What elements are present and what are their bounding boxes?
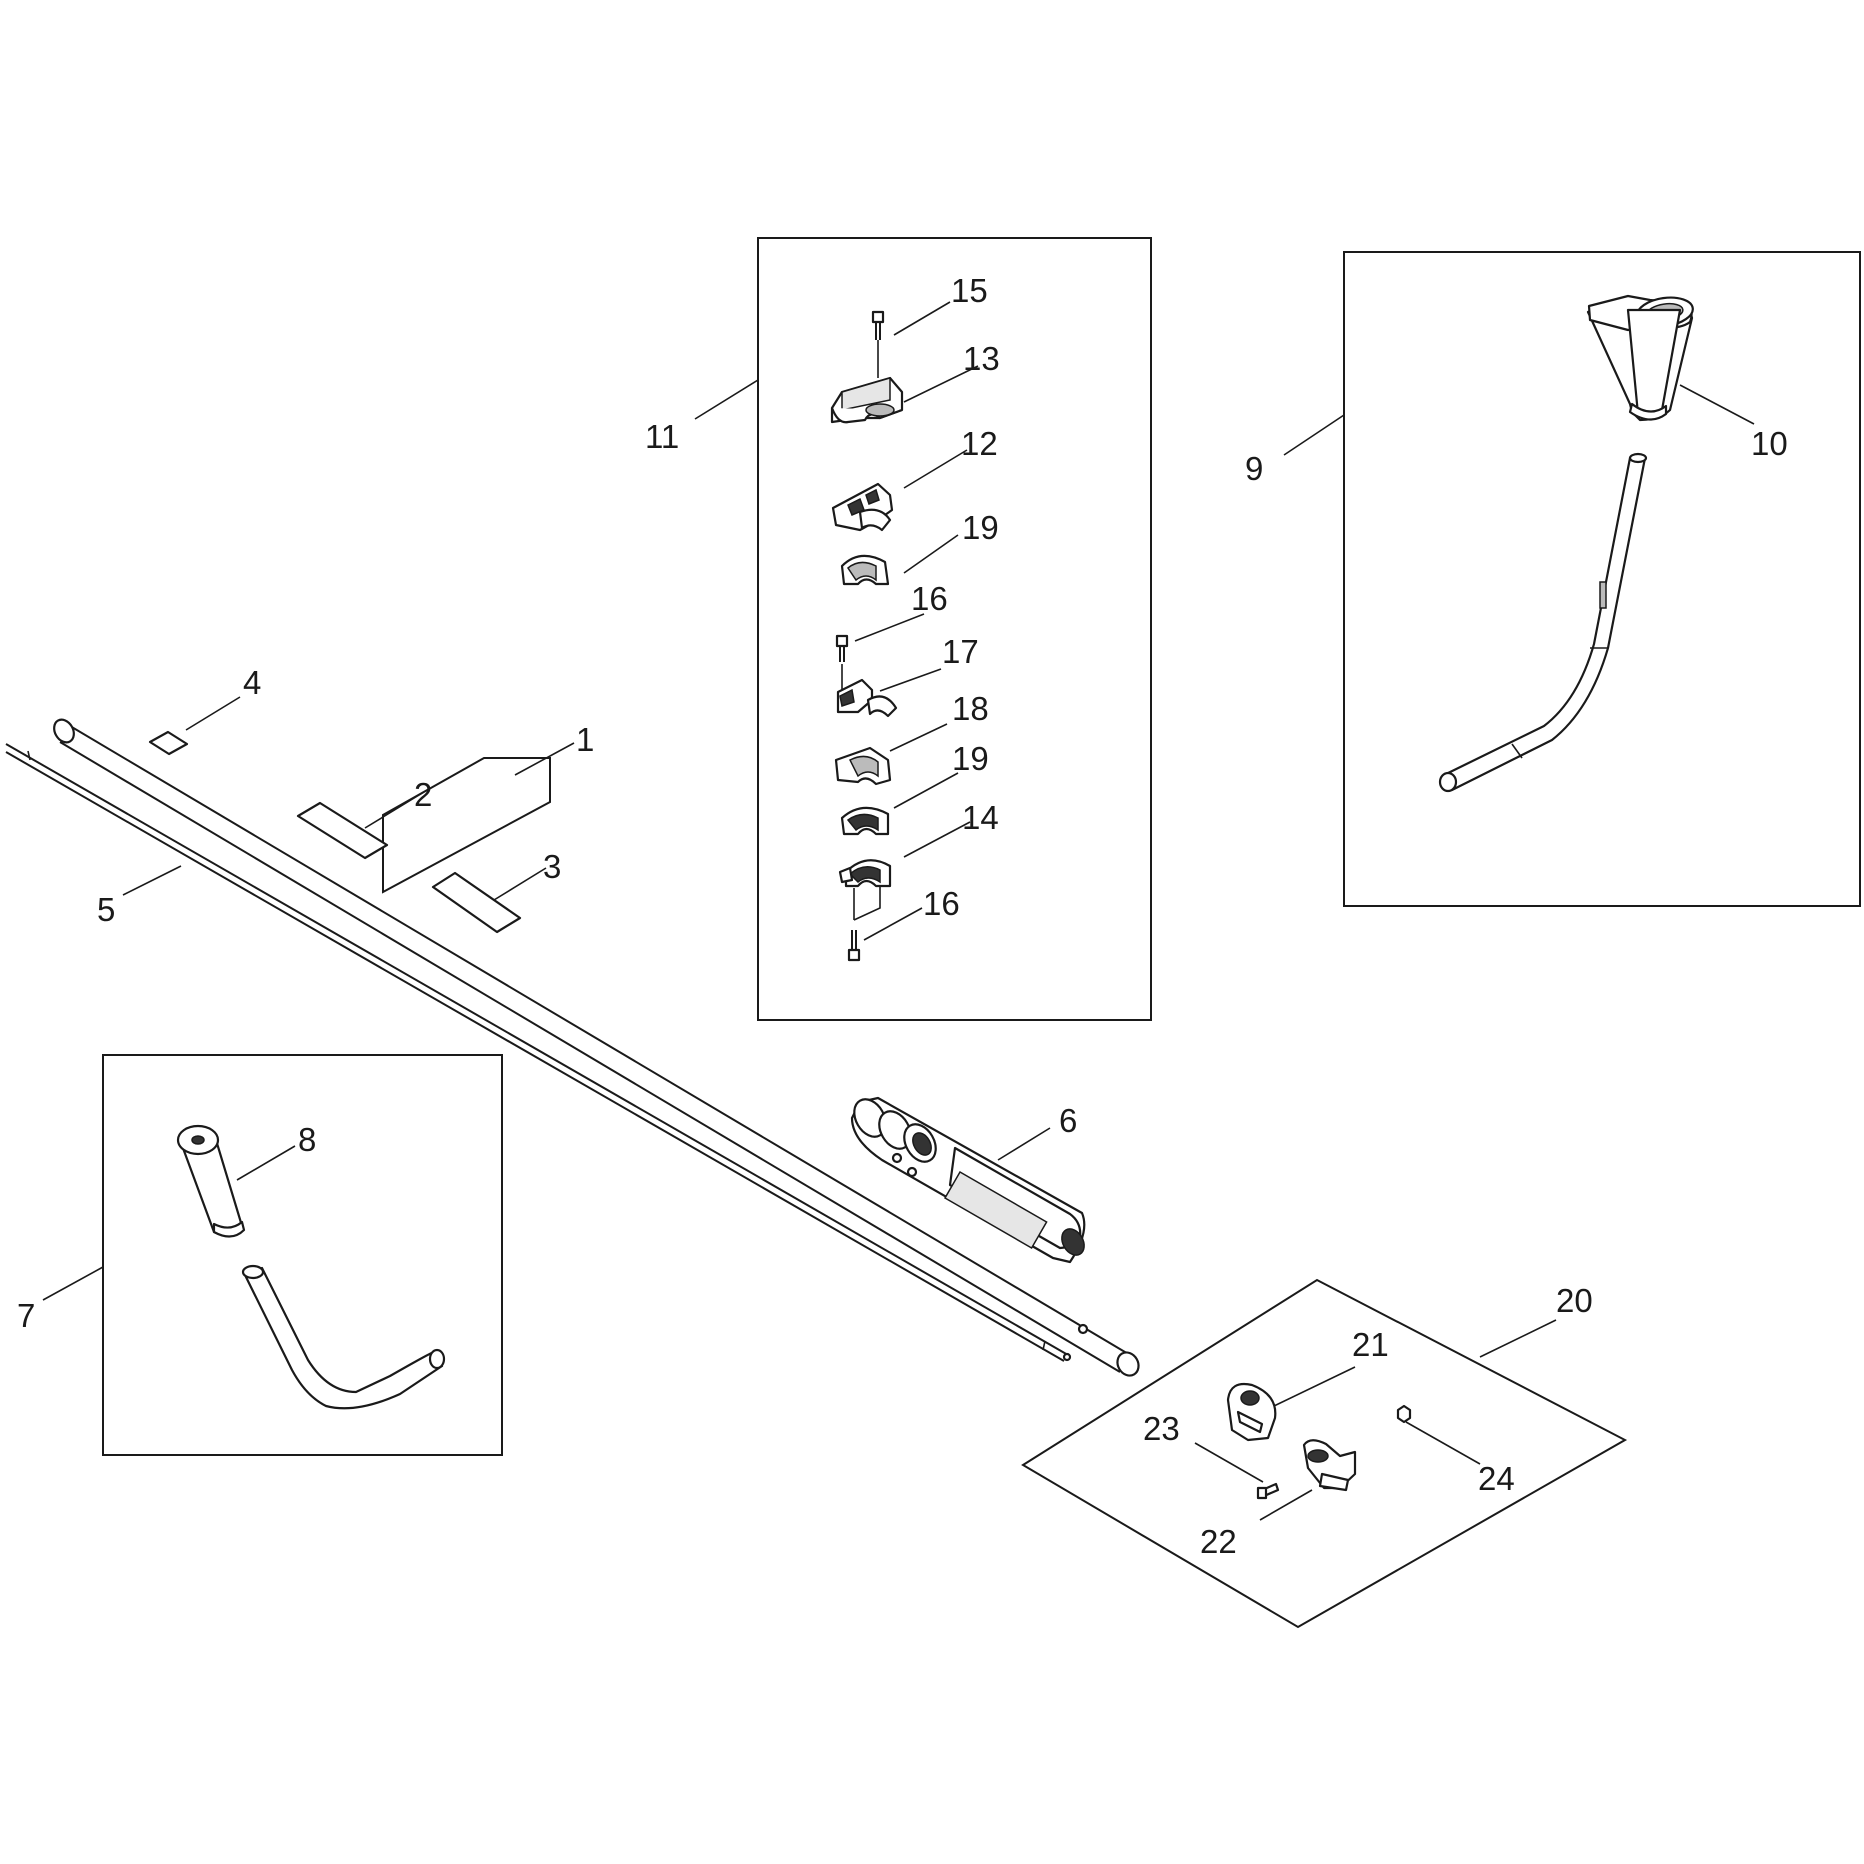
kit-7-frame [102, 1054, 503, 1456]
callout-8: 8 [298, 1121, 316, 1158]
callout-15: 15 [951, 272, 988, 309]
callout-13: 13 [963, 340, 1000, 377]
kit-9-frame [1343, 251, 1861, 907]
callout-4: 4 [243, 664, 261, 701]
callout-10: 10 [1751, 425, 1788, 462]
label-sheet [382, 757, 551, 894]
callout-2: 2 [414, 776, 432, 813]
part-24-nut [1396, 1404, 1412, 1424]
part-10-grip [1586, 294, 1694, 422]
callout-19-lower: 19 [952, 740, 989, 777]
part-12-clamp [831, 482, 894, 532]
callout-24: 24 [1478, 1460, 1515, 1497]
callout-17: 17 [942, 633, 979, 670]
callout-1: 1 [576, 721, 594, 758]
part-16-screw-upper [835, 634, 849, 690]
part-19-half-ring-lower [840, 806, 890, 836]
label-3-sticker [431, 871, 522, 934]
callout-numbers: 1 2 3 4 5 6 7 8 9 10 11 12 13 14 15 16 1… [17, 272, 1788, 1560]
callout-12: 12 [961, 425, 998, 462]
callout-11: 11 [645, 418, 679, 455]
label-4-sticker [148, 730, 189, 756]
part-8-grip [176, 1124, 246, 1238]
part-22-clamp [1302, 1439, 1357, 1492]
main-shaft [53, 718, 1140, 1377]
part-15-screw [871, 310, 885, 378]
callout-7: 7 [17, 1297, 35, 1334]
kit-20-frame [1021, 1278, 1628, 1629]
part-21-clamp [1226, 1382, 1277, 1442]
callout-21: 21 [1352, 1326, 1389, 1363]
part-6-housing [850, 1096, 1086, 1264]
assembly-guide-line [853, 885, 881, 921]
part-9-handle-tube [1438, 452, 1648, 793]
callout-16-upper: 16 [911, 580, 948, 617]
part-7-handle-tube [241, 1264, 446, 1410]
callout-23: 23 [1143, 1410, 1180, 1447]
kit-11-frame [757, 237, 1152, 1021]
callout-6: 6 [1059, 1102, 1077, 1139]
callout-3: 3 [543, 848, 561, 885]
part-18-half-ring [834, 746, 892, 786]
part-14-clamp [838, 859, 892, 888]
callout-18: 18 [952, 690, 989, 727]
callout-9: 9 [1245, 450, 1263, 487]
drive-shaft [5, 743, 1072, 1362]
callout-5: 5 [97, 891, 115, 928]
part-23-screw [1256, 1482, 1280, 1500]
label-2-sticker [296, 801, 389, 860]
callout-20: 20 [1556, 1282, 1593, 1319]
part-16-screw-lower [847, 888, 861, 962]
part-19-half-ring-upper [840, 554, 890, 586]
callout-22: 22 [1200, 1523, 1237, 1560]
leader-lines [42, 301, 1755, 1521]
part-17-clamp [836, 678, 898, 718]
callout-19-upper: 19 [962, 509, 999, 546]
callout-14: 14 [962, 799, 999, 836]
part-13-clamp-cover [830, 376, 904, 424]
callout-16-lower: 16 [923, 885, 960, 922]
